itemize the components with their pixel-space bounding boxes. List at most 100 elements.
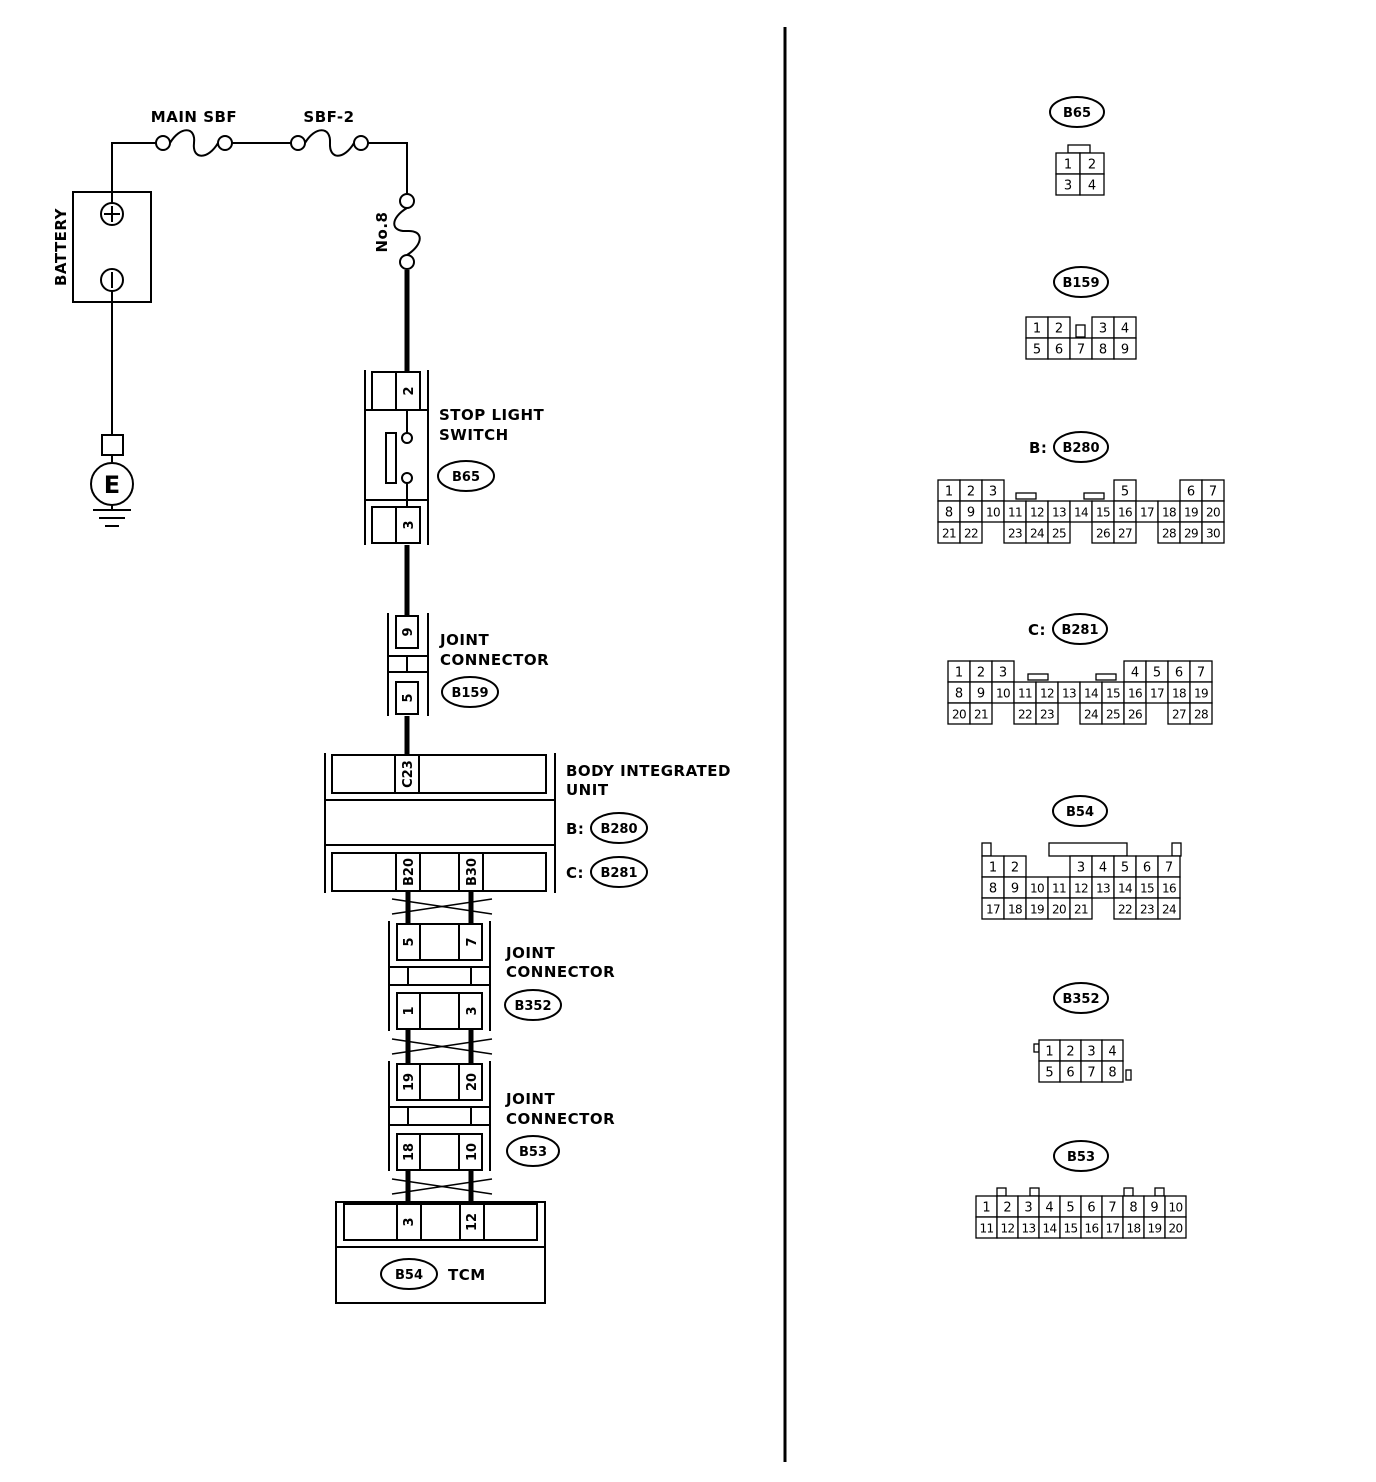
connector-cell-label: 27 [1172, 708, 1186, 722]
connector-cell-label: 11 [979, 1222, 993, 1236]
pin-switch-2: 2 [402, 386, 417, 395]
connector-cell [1101, 1060, 1124, 1083]
connector-cell [1113, 521, 1137, 544]
ground-symbol [90, 434, 134, 527]
connector-cell-label: 26 [1128, 708, 1142, 722]
connector-cell-label: 20 [1206, 506, 1220, 520]
connector-cell [1123, 702, 1147, 725]
connector-cell-label: 13 [1021, 1222, 1035, 1236]
connector-cell-label: 5 [1045, 1066, 1053, 1081]
connector-cell-label: 20 [1168, 1222, 1182, 1236]
connector-cell-label: 24 [1084, 708, 1098, 722]
biu-b-conn-id: B280 [600, 822, 637, 837]
connector-key-tab [1048, 842, 1128, 857]
connector-cell [1047, 521, 1071, 544]
connector-cell-label: 2 [977, 666, 985, 681]
connector-cell-label: 17 [1150, 687, 1164, 701]
connector-cell-label: 18 [1008, 903, 1022, 917]
connector-view-name: B159 [1062, 276, 1099, 291]
connector-cell-label: 6 [1143, 861, 1151, 876]
joint3-conn-id: B53 [519, 1145, 547, 1160]
harness-twisted-pair [405, 891, 474, 1203]
connector-ovals [380, 460, 648, 1290]
connector-view-oval [1053, 982, 1109, 1014]
connector-cell-label: 10 [1168, 1201, 1182, 1215]
connector-key-tab [1027, 673, 1049, 681]
connector-cell-label: 7 [1165, 861, 1173, 876]
connector-cell-label: 5 [1033, 343, 1041, 358]
connector-cell-label: 6 [1055, 343, 1063, 358]
connector-cell-label: 5 [1121, 485, 1129, 500]
sbf2-label: SBF-2 [303, 108, 354, 126]
joint1-title-2: CONNECTOR [440, 651, 549, 669]
connector-cell-label: 28 [1194, 708, 1208, 722]
connector-cell-label: 3 [1064, 179, 1072, 194]
pin-b352-7: 7 [465, 937, 480, 946]
joint2-title-1: JOINT [505, 944, 555, 962]
connector-cell-label: 14 [1118, 882, 1132, 896]
connector-key-tab [1123, 1187, 1134, 1197]
joint1-title-1: JOINT [439, 631, 489, 649]
main-sbf-label: MAIN SBF [151, 108, 237, 126]
connector-key-tab [1015, 492, 1037, 500]
connector-cell-label: 2 [1055, 322, 1063, 337]
connector-cell-label: 15 [1096, 506, 1110, 520]
connector-cell-label: 3 [1077, 861, 1085, 876]
connector-view-oval [1053, 431, 1109, 463]
connector-cell-label: 21 [942, 527, 956, 541]
connector-cell-label: 12 [1000, 1222, 1014, 1236]
tcm-label: TCM [448, 1266, 486, 1284]
connector-cell-label: 6 [1087, 1201, 1095, 1216]
connector-cell-label: 15 [1140, 882, 1154, 896]
connector-cell-label: 11 [1008, 506, 1022, 520]
connector-cell-label: 16 [1162, 882, 1176, 896]
stop-switch-title-2: SWITCH [439, 426, 509, 444]
connector-key-tab [1154, 1187, 1165, 1197]
connector-cell-label: 19 [1194, 687, 1208, 701]
ground-label: E [104, 471, 120, 499]
connector-cell-label: 26 [1096, 527, 1110, 541]
connector-cell-label: 11 [1018, 687, 1032, 701]
connector-view-name: B53 [1067, 1150, 1095, 1165]
connector-view-oval [1052, 613, 1108, 645]
connector-cell-label: 23 [1140, 903, 1154, 917]
no8-fuse-icon [393, 193, 421, 270]
connector-view-name: B280 [1062, 441, 1099, 456]
connector-view-oval [1053, 266, 1109, 298]
connector-cell-label: 6 [1066, 1066, 1074, 1081]
biu-b-prefix: B: [566, 820, 584, 838]
connector-key-tab [1171, 842, 1182, 857]
connector-cell-label: 13 [1052, 506, 1066, 520]
connector-cell-label: 21 [974, 708, 988, 722]
connector-cell-label: 15 [1063, 1222, 1077, 1236]
connector-cell-label: 17 [1105, 1222, 1119, 1236]
wire-battery-plus [111, 142, 157, 204]
connector-cell-label: 4 [1099, 861, 1107, 876]
connector-cell-label: 22 [964, 527, 978, 541]
connector-view-name: B54 [1066, 805, 1094, 820]
connector-cell-label: 13 [1062, 687, 1076, 701]
connector-cell-label: 2 [1066, 1045, 1074, 1060]
tcm-conn-id: B54 [395, 1268, 423, 1283]
connector-cell-label: 8 [955, 687, 963, 702]
connector-cell-label: 4 [1121, 322, 1129, 337]
connector-view-oval [1052, 795, 1108, 827]
connector-cell-label: 1 [1064, 158, 1072, 173]
connector-cell-label: 20 [952, 708, 966, 722]
connector-cell-label: 3 [999, 666, 1007, 681]
connector-cell-label: 1 [1045, 1045, 1053, 1060]
connector-cell-label: 29 [1184, 527, 1198, 541]
connector-cell-label: 3 [1099, 322, 1107, 337]
connector-key-tab [996, 1187, 1007, 1197]
connector-cell [1113, 337, 1137, 360]
connector-cell-label: 12 [1030, 506, 1044, 520]
connector-cell [1069, 897, 1093, 920]
stop-switch-title-1: STOP LIGHT [439, 406, 545, 424]
connector-cell-label: 8 [1108, 1066, 1116, 1081]
connector-cell-label: 9 [1121, 343, 1129, 358]
